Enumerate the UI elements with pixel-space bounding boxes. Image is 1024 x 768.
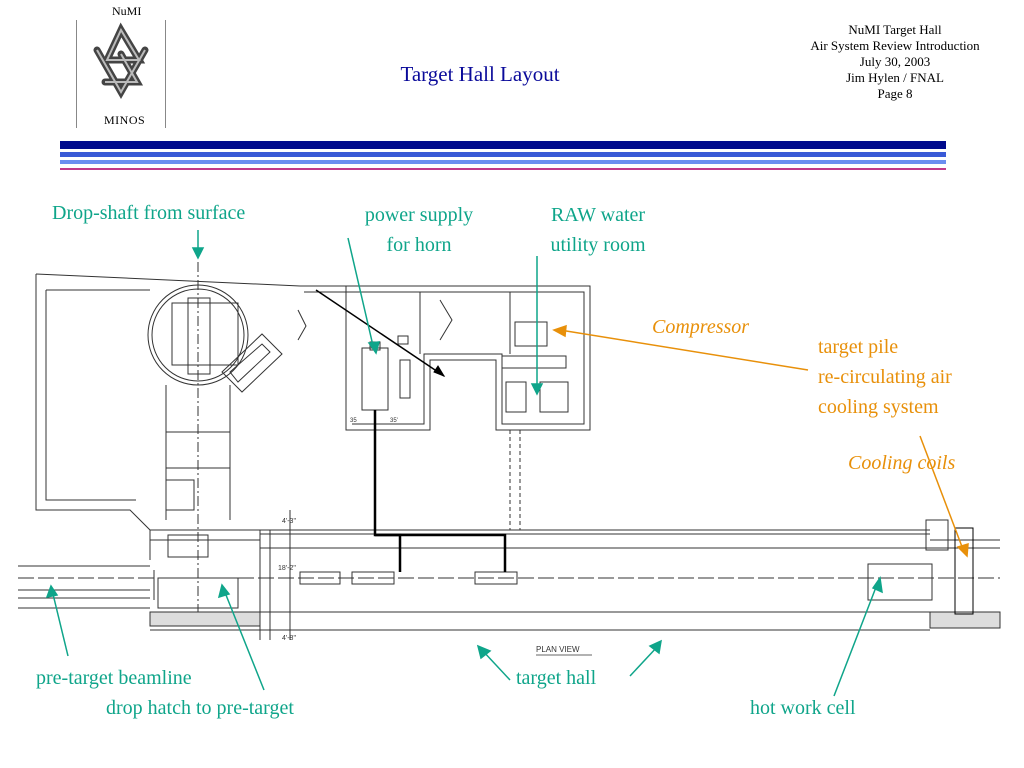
drop-hatch-label: drop hatch to pre-target (106, 697, 294, 719)
compressor-box (514, 321, 548, 347)
drop-shaft-label: Drop-shaft from surface (52, 202, 246, 224)
info-line: Jim Hylen / FNAL (846, 70, 944, 85)
rule-3 (60, 160, 946, 164)
power-supply-cabinet (361, 347, 389, 411)
info-line: NuMI Target Hall (848, 22, 942, 37)
compressor-label: Compressor (652, 316, 750, 338)
power-supply-label: power supply for horn (346, 200, 492, 260)
power-supply-line: for horn (386, 234, 452, 256)
info-line: July 30, 2003 (859, 54, 931, 69)
pre-target-beamline-label: pre-target beamline (36, 667, 192, 689)
page-title: Target Hall Layout (400, 62, 560, 86)
numi-small-label: NuMI (112, 4, 142, 18)
dim-top-label: 4'-3" (282, 518, 296, 525)
left-wall (35, 274, 151, 560)
dim-bottom-label: 4'-8" (282, 635, 296, 642)
target-pile-line: cooling system (818, 396, 939, 418)
target-pile-line: re-circulating air (818, 366, 952, 388)
dim-mid-label: 18'-2" (278, 565, 296, 572)
info-line: Air System Review Introduction (810, 38, 980, 53)
minos-logo (76, 20, 166, 128)
cooling-coils-label: Cooling coils (848, 452, 956, 474)
left-wall-inner (45, 290, 136, 501)
raw-water-line: RAW water (550, 204, 646, 226)
hot-work-cell-label: hot work cell (750, 697, 856, 719)
target-hall-label: target hall (516, 667, 597, 689)
raw-water-label: RAW water utility room (528, 200, 668, 260)
rule-1 (60, 141, 946, 149)
cooling-coils-box (954, 527, 974, 615)
dim-b-label: 35' (390, 418, 398, 424)
header-info: NuMI Target Hall Air System Review Intro… (790, 22, 1000, 102)
rule-2 (60, 152, 946, 157)
minos-label: MINOS (104, 113, 146, 127)
minos-logo-icon (93, 22, 149, 100)
plan-view-label: PLAN VIEW (536, 645, 580, 654)
power-supply-line: power supply (364, 204, 474, 226)
info-line: Page 8 (877, 86, 913, 101)
dim-a-label: 35 (350, 418, 357, 424)
target-pile-line: target pile (818, 336, 899, 358)
rule-4 (60, 168, 946, 170)
target-pile-label: target pile re-circulating air cooling s… (818, 332, 952, 422)
raw-water-line: utility room (550, 234, 646, 256)
